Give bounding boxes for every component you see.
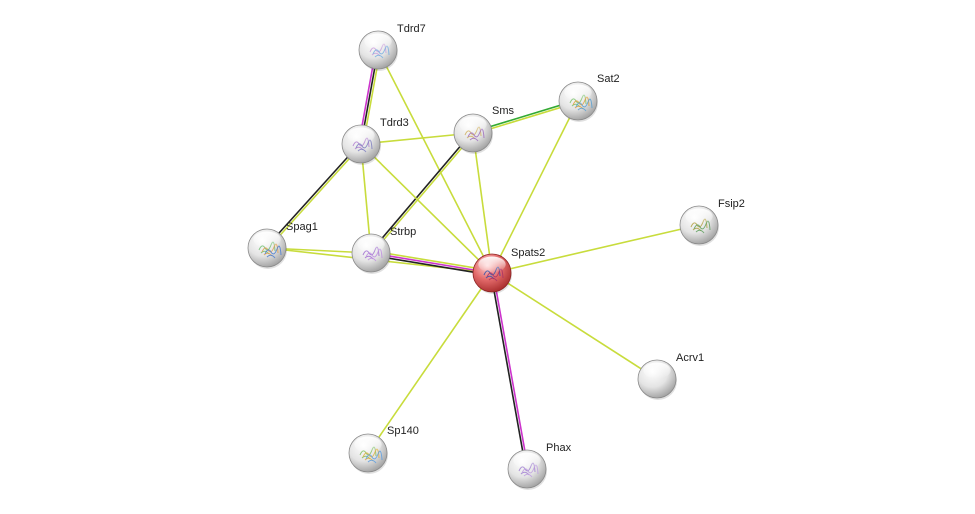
edge-evidence-line bbox=[492, 272, 529, 469]
node-label: Tdrd3 bbox=[380, 117, 409, 129]
edge-evidence-line bbox=[369, 131, 473, 253]
node-gloss bbox=[354, 436, 382, 453]
node-strbp[interactable]: Strbp bbox=[351, 226, 416, 274]
node-acrv1[interactable]: Acrv1 bbox=[637, 352, 704, 400]
node-fsip2[interactable]: Fsip2 bbox=[679, 198, 745, 246]
node-sat2[interactable]: Sat2 bbox=[558, 73, 620, 122]
edge-sp140-spats2[interactable] bbox=[367, 272, 493, 454]
edge-evidence-line bbox=[472, 132, 493, 274]
edge-evidence-line bbox=[371, 133, 475, 255]
node-sp140[interactable]: Sp140 bbox=[348, 425, 419, 474]
edge-evidence-line bbox=[370, 252, 493, 274]
node-sms[interactable]: Sms bbox=[453, 105, 515, 154]
node-gloss bbox=[564, 84, 592, 101]
node-gloss bbox=[347, 127, 375, 144]
edge-evidence-line bbox=[370, 254, 492, 276]
edge-evidence-line bbox=[490, 273, 527, 470]
node-label: Strbp bbox=[390, 226, 416, 238]
edge-fsip2-spats2[interactable] bbox=[491, 224, 700, 274]
node-gloss bbox=[685, 208, 713, 225]
node-gloss bbox=[357, 236, 385, 253]
node-gloss bbox=[513, 452, 541, 469]
edge-evidence-line bbox=[265, 142, 361, 248]
edge-tdrd7-spats2[interactable] bbox=[377, 49, 493, 274]
node-gloss bbox=[478, 256, 506, 273]
node-label: Sms bbox=[492, 105, 515, 117]
node-gloss bbox=[459, 116, 487, 133]
node-gloss bbox=[253, 231, 281, 248]
edge-tdrd3-spag1[interactable] bbox=[265, 142, 363, 250]
edge-evidence-line bbox=[491, 272, 658, 380]
edge-tdrd3-spats2[interactable] bbox=[360, 143, 493, 274]
node-spag1[interactable]: Spag1 bbox=[247, 221, 318, 269]
edge-evidence-line bbox=[491, 100, 579, 274]
edge-evidence-line bbox=[267, 144, 363, 250]
edge-acrv1-spats2[interactable] bbox=[491, 272, 658, 380]
node-label: Phax bbox=[546, 442, 572, 454]
edge-evidence-line bbox=[371, 250, 493, 272]
edge-sat2-spats2[interactable] bbox=[491, 100, 579, 274]
edge-evidence-line bbox=[377, 49, 493, 274]
node-label: Fsip2 bbox=[718, 198, 745, 210]
edge-strbp-spats2[interactable] bbox=[370, 250, 493, 276]
node-label: Acrv1 bbox=[676, 352, 704, 364]
node-tdrd7[interactable]: Tdrd7 bbox=[358, 23, 426, 71]
node-gloss bbox=[364, 33, 392, 50]
node-tdrd3[interactable]: Tdrd3 bbox=[341, 117, 409, 165]
node-label: Spats2 bbox=[511, 247, 545, 259]
node-label: Tdrd7 bbox=[397, 23, 426, 35]
node-phax[interactable]: Phax bbox=[507, 442, 572, 490]
edge-sms-strbp[interactable] bbox=[369, 131, 475, 255]
edge-phax-spats2[interactable] bbox=[490, 272, 529, 470]
node-gloss bbox=[643, 362, 671, 379]
edge-evidence-line bbox=[360, 143, 493, 274]
node-spats2[interactable]: Spats2 bbox=[472, 247, 545, 294]
edge-sms-spats2[interactable] bbox=[472, 132, 493, 274]
edge-evidence-line bbox=[491, 224, 700, 274]
node-label: Spag1 bbox=[286, 221, 318, 233]
node-label: Sp140 bbox=[387, 425, 419, 437]
node-label: Sat2 bbox=[597, 73, 620, 85]
edge-evidence-line bbox=[367, 272, 493, 454]
